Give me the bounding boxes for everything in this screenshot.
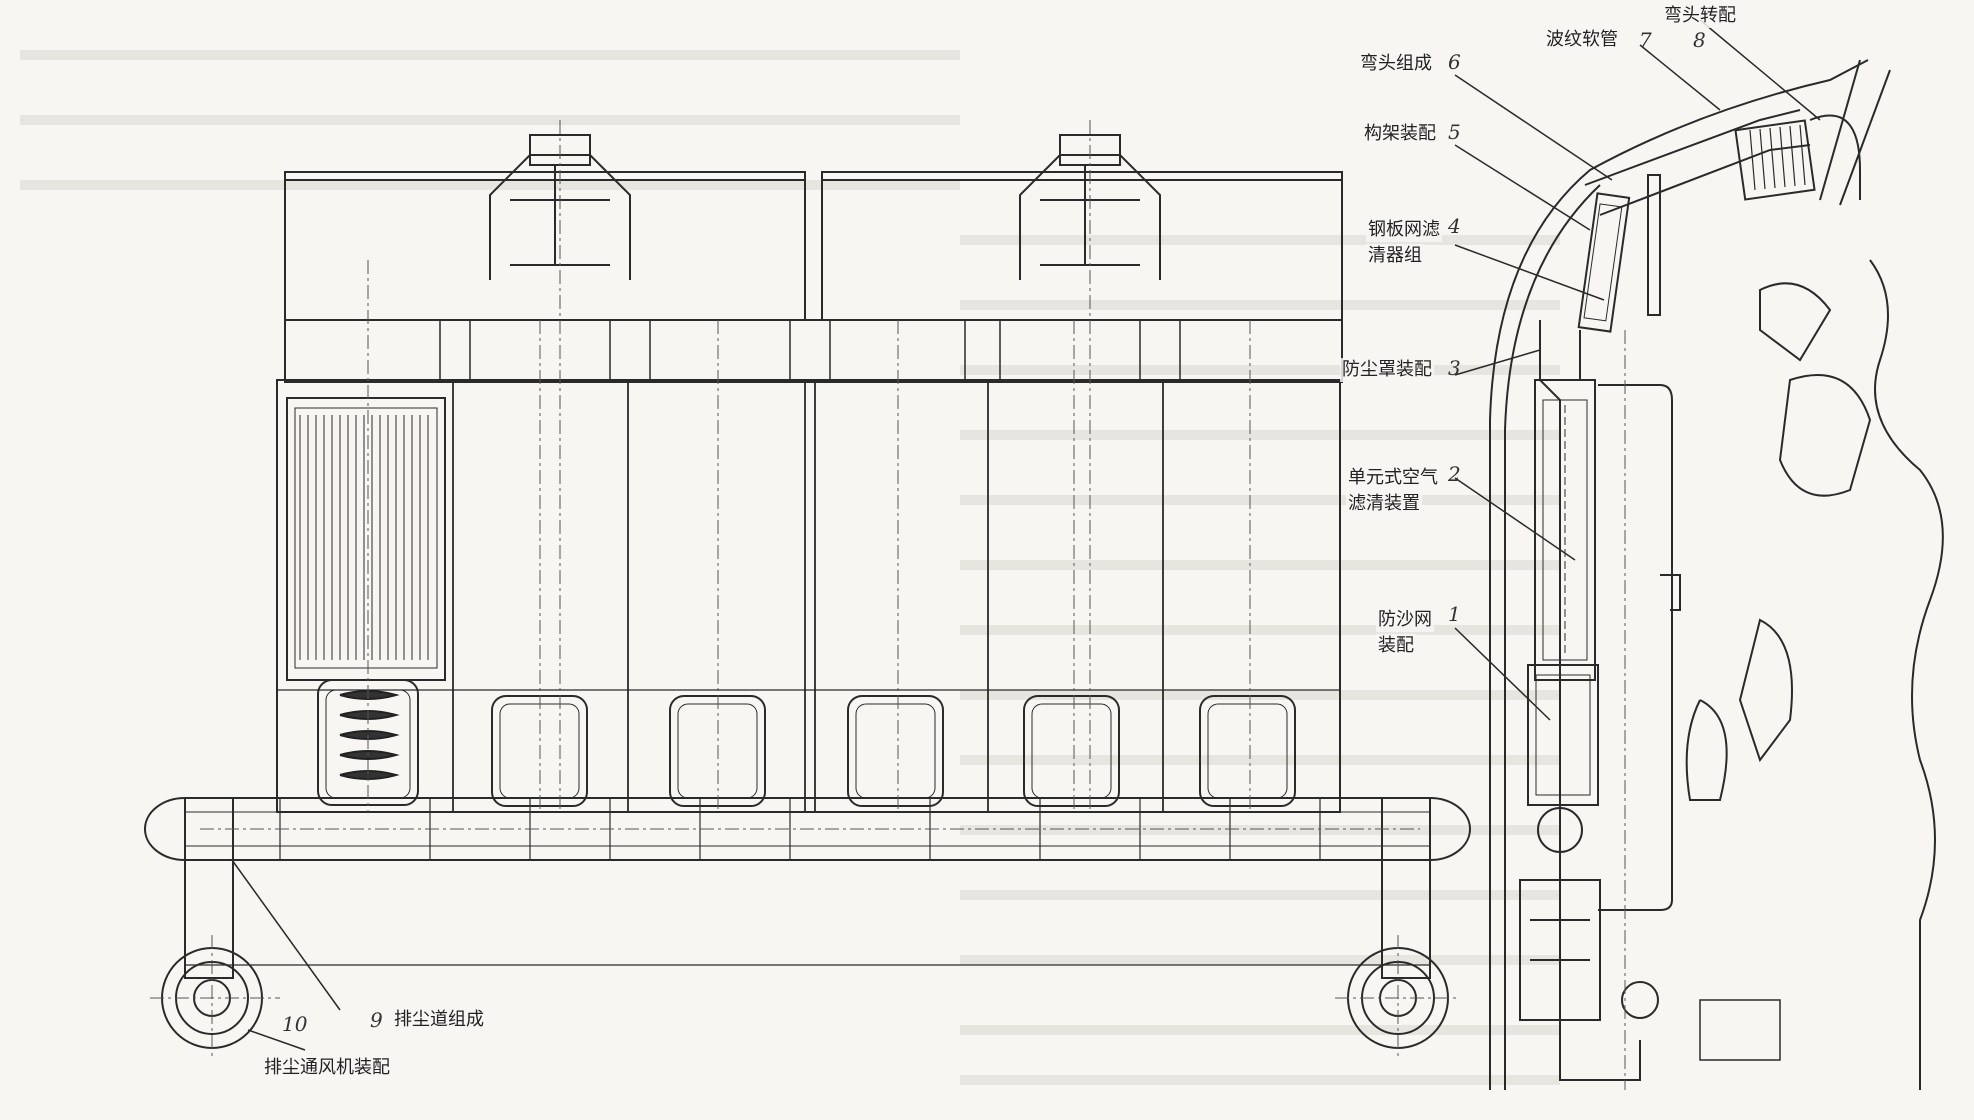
callout-3-text: 防尘罩装配 (1342, 359, 1432, 380)
callout-7-text: 波纹软管 (1546, 29, 1618, 50)
filter-unit (286, 397, 446, 681)
callout-5-number: 5 (1448, 120, 1461, 144)
main-cabinet (276, 379, 1341, 813)
callout-8-text: 弯头转配 (1664, 5, 1736, 26)
callout-5-text: 构架装配 (1364, 123, 1436, 144)
roof-block-left (284, 171, 806, 321)
callout-6-label: 弯头组成 (1358, 52, 1434, 76)
callout-9-text: 排尘道组成 (394, 1009, 484, 1030)
sand-net (1527, 664, 1599, 806)
callout-4-label-line2: 清器组 (1366, 244, 1424, 268)
callout-2-label-line1: 单元式空气 (1346, 466, 1440, 490)
callout-4-text-2: 清器组 (1368, 245, 1422, 266)
callout-8-number: 8 (1693, 28, 1706, 52)
callout-4-text-1: 钢板网滤 (1368, 219, 1440, 240)
callout-6-text: 弯头组成 (1360, 53, 1432, 74)
callout-1-number: 1 (1448, 602, 1461, 626)
callout-7-label: 波纹软管 (1544, 28, 1620, 52)
callout-2-text-1: 单元式空气 (1348, 467, 1438, 488)
body-profile (1489, 59, 1869, 1090)
side-view (1489, 59, 1944, 1090)
callout-2-text-2: 滤清装置 (1348, 493, 1420, 514)
callout-2-label-line2: 滤清装置 (1346, 492, 1422, 516)
background-texture (20, 50, 1560, 1085)
callout-5-label: 构架装配 (1362, 122, 1438, 146)
callout-10-text: 排尘通风机装配 (264, 1057, 390, 1078)
leader-lines (231, 19, 1821, 1051)
callout-8-label: 弯头转配 (1662, 4, 1738, 28)
callout-1-text-2: 装配 (1378, 635, 1414, 656)
callout-1-label-line2: 装配 (1376, 634, 1416, 658)
callout-3-label: 防尘罩装配 (1340, 358, 1434, 382)
centerlines (150, 120, 1460, 1060)
callout-10-number: 10 (282, 1012, 308, 1036)
callout-6-number: 6 (1448, 50, 1461, 74)
roof-block-right (821, 171, 1343, 321)
callout-4-number: 4 (1448, 214, 1461, 238)
mesh-filter (1577, 174, 1661, 333)
callout-9-number: 9 (370, 1008, 383, 1032)
callout-9-label: 排尘道组成 (392, 1008, 486, 1032)
callout-4-label-line1: 钢板网滤 (1366, 218, 1442, 242)
callout-3-number: 3 (1448, 356, 1461, 380)
front-view (144, 134, 1471, 1049)
callout-10-label: 排尘通风机装配 (262, 1056, 392, 1080)
roof-elbow (1584, 59, 1891, 216)
windows (491, 695, 1296, 807)
callout-2-number: 2 (1448, 462, 1461, 486)
callout-7-number: 7 (1639, 28, 1652, 52)
callout-1-text-1: 防沙网 (1378, 609, 1432, 630)
callout-1-label-line1: 防沙网 (1376, 608, 1434, 632)
unit-air-filter (1534, 379, 1596, 681)
